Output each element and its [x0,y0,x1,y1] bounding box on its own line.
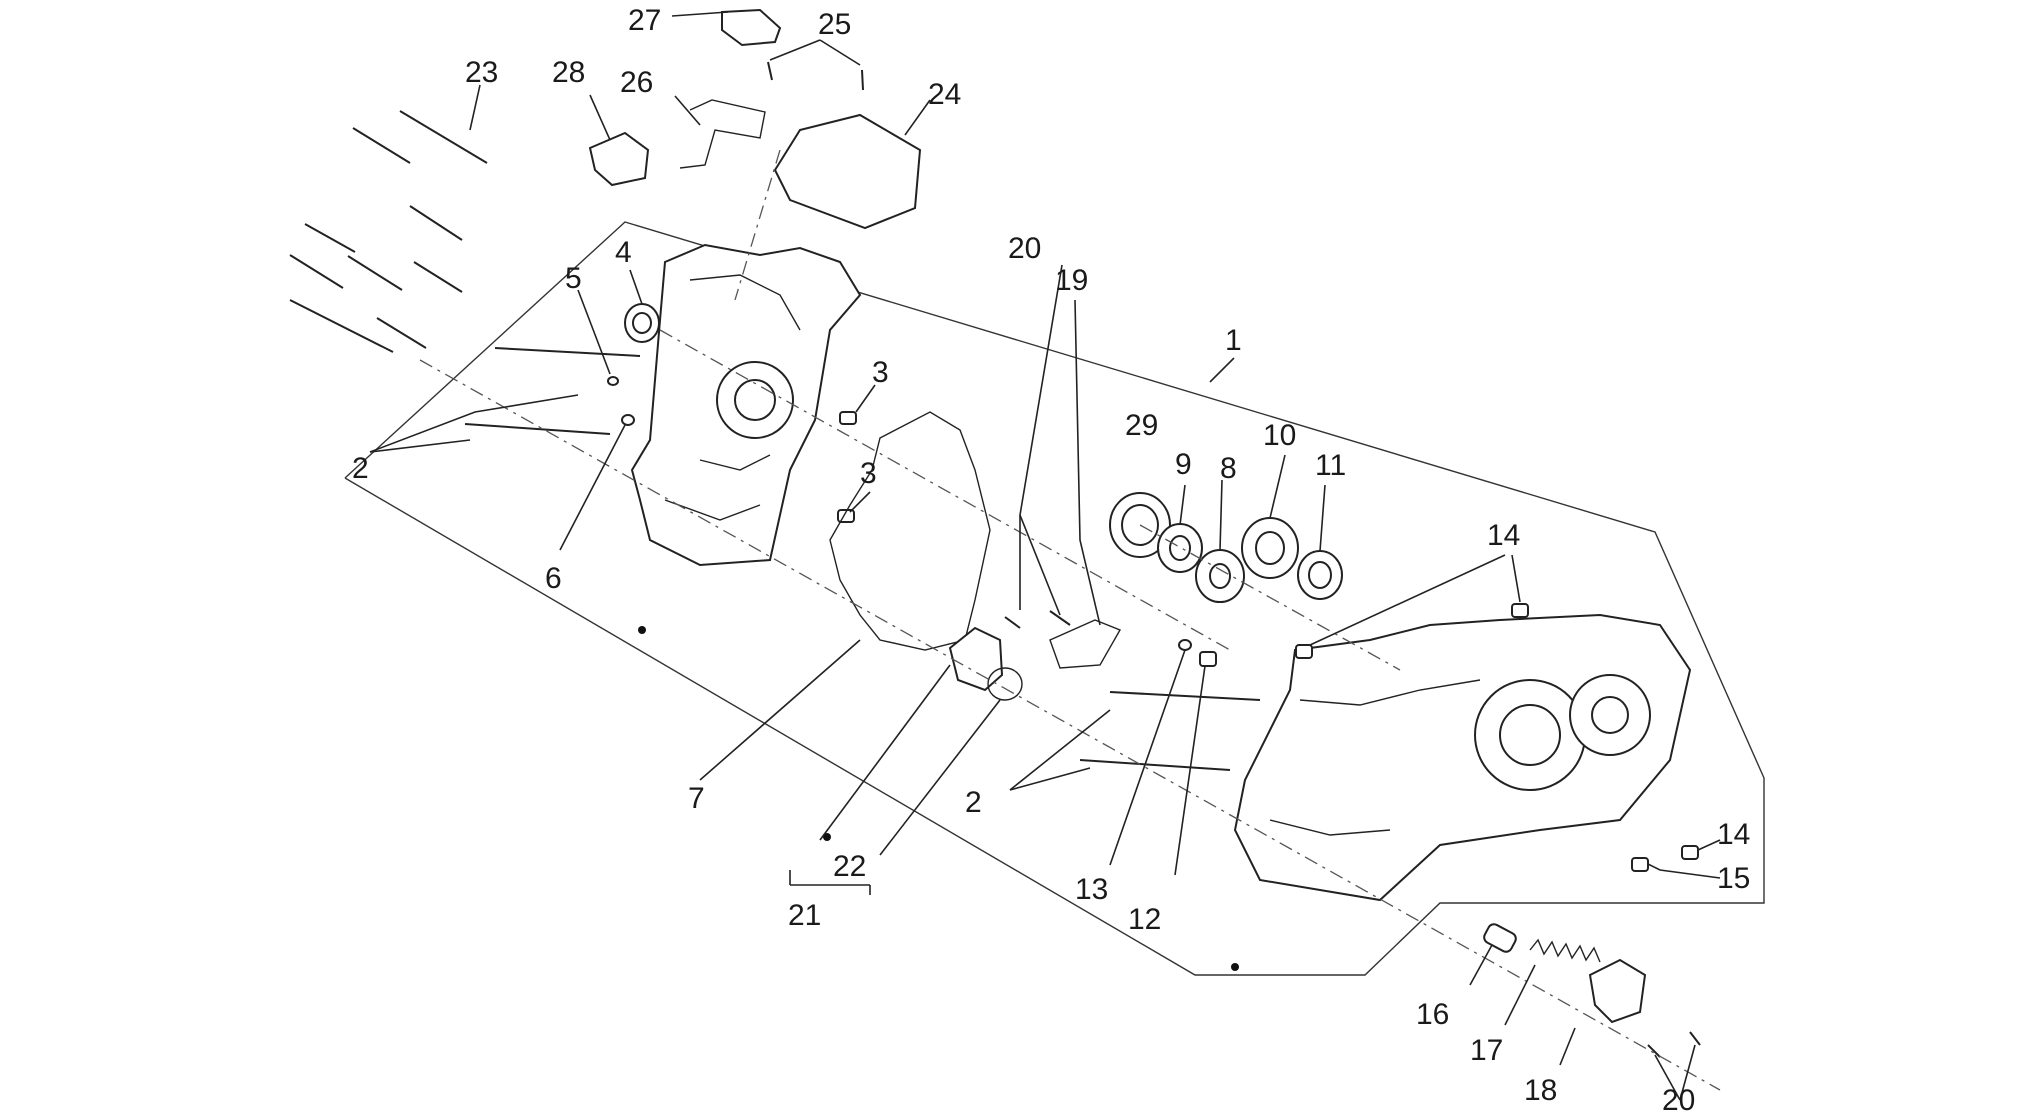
leader-lines [369,11,1721,1101]
centering-dowel [839,411,857,425]
assembly-boundary [344,221,1765,976]
callout-20: 20 [1008,232,1041,265]
callout-19: 19 [1055,264,1088,297]
callout-9: 9 [1175,448,1192,481]
callout-25: 25 [818,8,851,41]
callout-20: 20 [1662,1084,1695,1114]
callout-2: 2 [352,452,369,485]
dowel-14 [1511,603,1529,618]
assembly-axis [419,359,1721,1091]
callout-26: 26 [620,66,653,99]
callout-3: 3 [872,356,889,389]
callout-27: 27 [628,4,661,37]
crankcase-gasket [829,411,991,651]
long-bolts [289,110,488,353]
callout-12: 12 [1128,903,1161,936]
callout-7: 7 [688,782,705,815]
plug-13 [1178,639,1192,651]
piston-16 [1483,923,1517,953]
cover-18 [1588,958,1647,1024]
studs-right [1109,691,1261,701]
o-ring [987,667,1023,701]
dowel-pin [607,376,619,386]
bracket-26 [679,99,766,169]
sensor-28 [588,131,650,187]
callout-14: 14 [1717,818,1750,851]
clip-27 [721,8,782,47]
callout-13: 13 [1075,873,1108,906]
callout-17: 17 [1470,1034,1503,1067]
cover-24 [773,113,922,230]
callout-24: 24 [928,78,961,111]
callout-5: 5 [565,262,582,295]
callout-4: 4 [615,236,632,269]
callout-21: 21 [788,899,821,932]
callout-16: 16 [1416,998,1449,1031]
callout-3: 3 [860,457,877,490]
callout-2: 2 [965,786,982,819]
filter-cap [948,626,1004,692]
callout-8: 8 [1220,452,1237,485]
spring-17 [1529,938,1601,963]
bearing-set [1109,492,1343,603]
callout-14: 14 [1487,519,1520,552]
callout-23: 23 [465,56,498,89]
callout-10: 10 [1263,419,1296,452]
left-crankcase-half [630,243,862,567]
screw-20 [1004,616,1021,629]
callout-18: 18 [1524,1074,1557,1107]
callout-1: 1 [1225,324,1242,357]
right-crankcase-half [1233,613,1692,902]
callout-labels: 1 2 2 3 3 4 5 6 7 8 9 10 11 12 13 14 14 … [352,4,1750,1114]
studs-left [464,347,641,435]
callout-15: 15 [1717,862,1750,895]
callout-28: 28 [552,56,585,89]
callout-6: 6 [545,562,562,595]
plate-19 [1049,619,1122,669]
dowel-12 [1199,651,1217,667]
screw-25 [767,61,773,81]
dowel-15 [1631,857,1649,872]
callout-29: 29 [1125,409,1158,442]
callout-11: 11 [1315,449,1346,482]
reference-dot [638,626,646,634]
callout-22: 22 [833,850,866,883]
